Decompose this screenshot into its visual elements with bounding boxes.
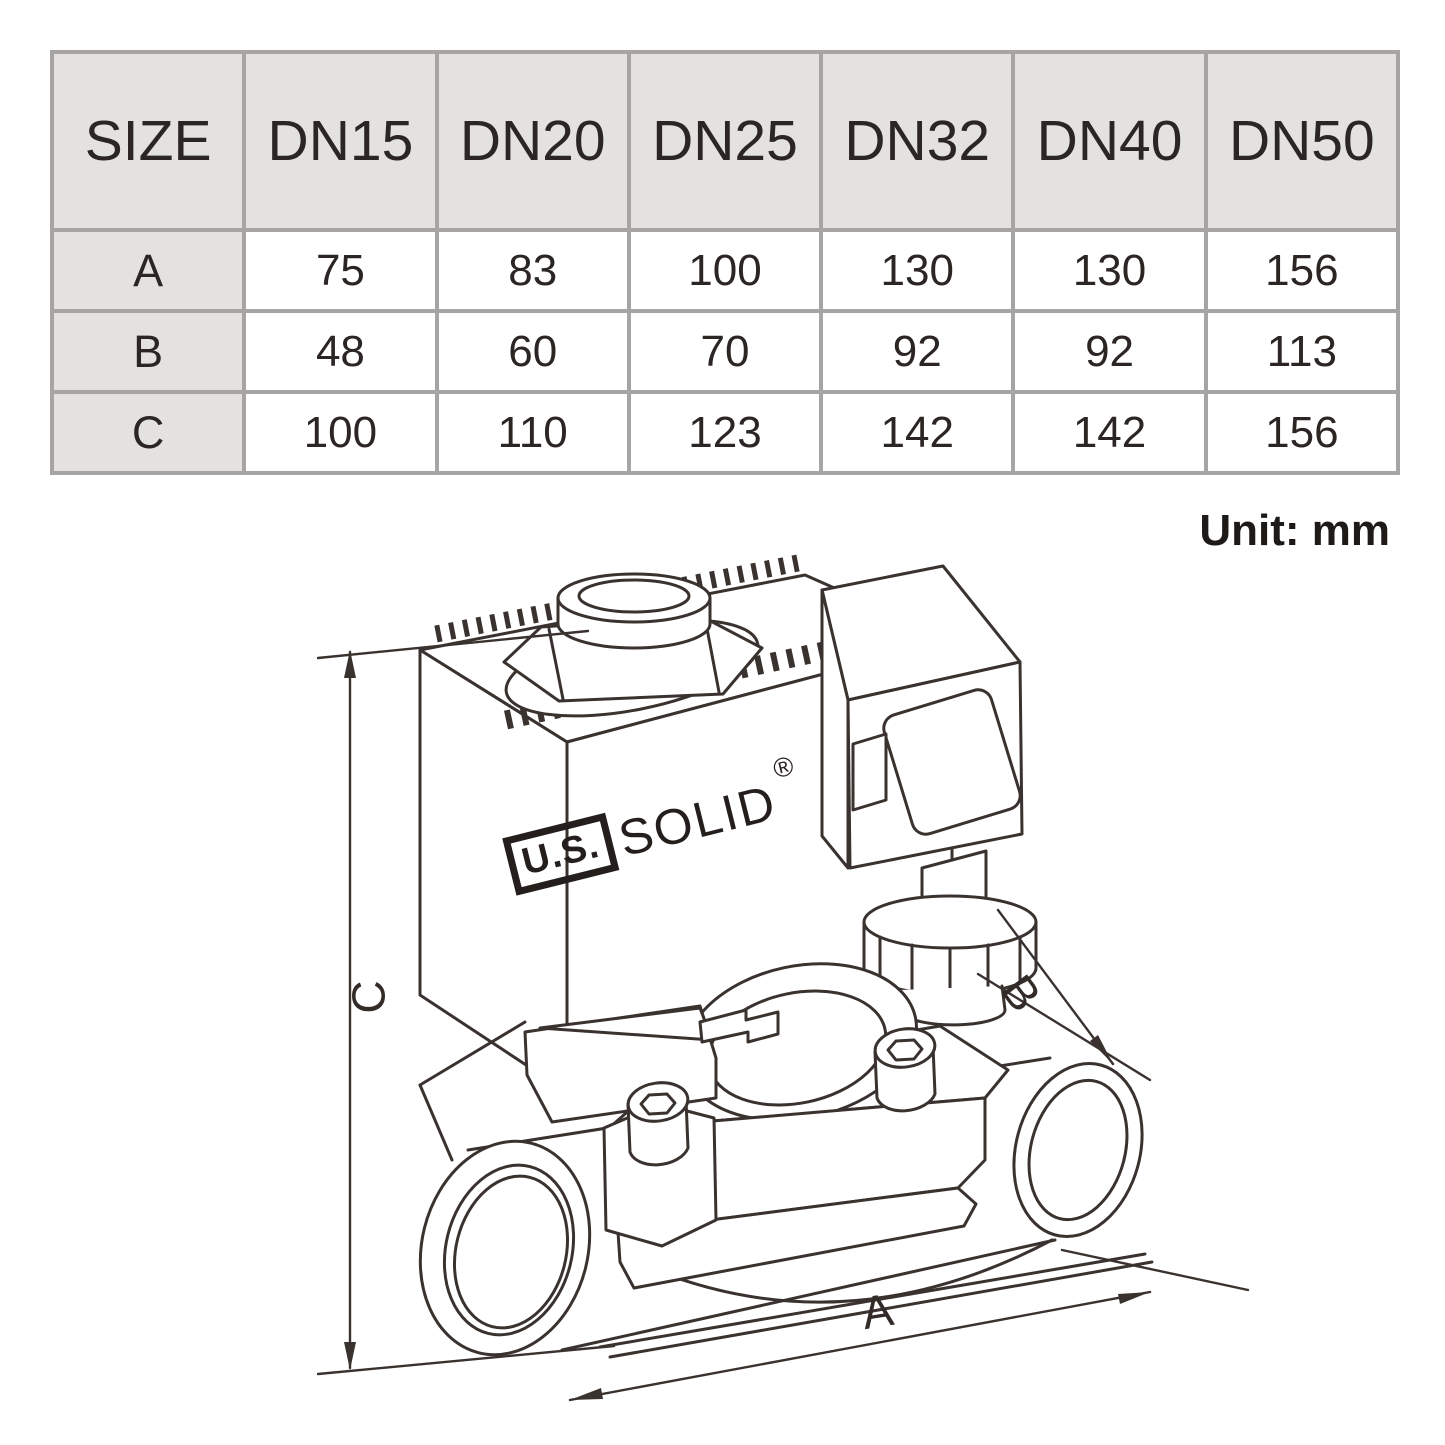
value-cell: 156 bbox=[1203, 228, 1401, 313]
table-header-cell-dn25: DN25 bbox=[626, 50, 824, 232]
bonnet-assembly bbox=[523, 962, 1010, 1290]
unit-note: Unit: mm bbox=[1199, 506, 1390, 555]
value-cell: 156 bbox=[1203, 390, 1401, 475]
cable-gland-nut bbox=[862, 894, 1038, 1027]
left-pipe-port bbox=[418, 1139, 592, 1357]
size-table: SIZE DN15 DN20 DN25 DN32 DN40 DN50 A 75 … bbox=[49, 50, 1401, 475]
value-cell: 142 bbox=[1011, 390, 1208, 475]
value-cell: 48 bbox=[242, 309, 439, 394]
coil-hex-nut bbox=[502, 572, 764, 718]
table-header-cell-dn32: DN32 bbox=[819, 50, 1016, 232]
value-cell: 83 bbox=[434, 228, 631, 313]
dim-label-c: C bbox=[342, 980, 395, 1014]
value-cell: 92 bbox=[1011, 309, 1208, 394]
table-header-cell-size: SIZE bbox=[49, 50, 247, 232]
dim-line-b bbox=[976, 908, 1152, 1082]
table-header-row: SIZE DN15 DN20 DN25 DN32 DN40 DN50 bbox=[49, 50, 1401, 232]
socket-screw-right bbox=[873, 1027, 937, 1113]
value-cell: 113 bbox=[1203, 309, 1401, 394]
connector-face-panel bbox=[882, 688, 1022, 836]
dim-line-c bbox=[316, 629, 616, 1376]
value-cell: 130 bbox=[1011, 228, 1208, 313]
value-cell: 70 bbox=[626, 309, 824, 394]
table-header-cell-dn15: DN15 bbox=[242, 50, 439, 232]
spring-clip-tab bbox=[698, 1008, 780, 1044]
table-header-cell-dn50: DN50 bbox=[1203, 50, 1401, 232]
right-pipe-port bbox=[1012, 1061, 1144, 1239]
table-header-cell-dn40: DN40 bbox=[1011, 50, 1208, 232]
socket-screw-left bbox=[626, 1081, 690, 1167]
row-label-cell: A bbox=[49, 228, 247, 313]
table-row-c: C 100 110 123 142 142 156 bbox=[49, 390, 1401, 475]
value-cell: 100 bbox=[242, 390, 439, 475]
value-cell: 92 bbox=[819, 309, 1016, 394]
value-cell: 130 bbox=[819, 228, 1016, 313]
value-cell: 142 bbox=[819, 390, 1016, 475]
table-row-b: B 48 60 70 92 92 113 bbox=[49, 309, 1401, 394]
value-cell: 75 bbox=[242, 228, 439, 313]
connector-side-window bbox=[851, 732, 888, 812]
din-connector bbox=[820, 564, 1038, 1027]
value-cell: 123 bbox=[626, 390, 824, 475]
dim-line-a bbox=[568, 1248, 1250, 1402]
value-cell: 100 bbox=[626, 228, 824, 313]
row-label-cell: B bbox=[49, 309, 247, 394]
row-label-cell: C bbox=[49, 390, 247, 475]
table-header-cell-dn20: DN20 bbox=[434, 50, 631, 232]
value-cell: 60 bbox=[434, 309, 631, 394]
value-cell: 110 bbox=[434, 390, 631, 475]
table-row-a: A 75 83 100 130 130 156 bbox=[49, 228, 1401, 313]
